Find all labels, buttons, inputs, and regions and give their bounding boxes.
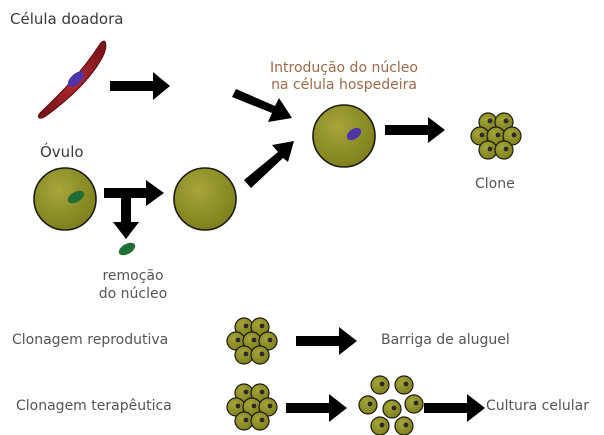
arrow-therapeutic-1	[286, 394, 347, 422]
nucleus-removal-line1: remoção	[102, 268, 164, 284]
cell-culture-label: Cultura celular	[486, 398, 589, 414]
arrow-ovum-right	[104, 180, 164, 206]
arrow-down-removal	[113, 193, 139, 239]
surrogate-label: Barriga de aluguel	[381, 332, 510, 348]
clone-cluster	[470, 112, 522, 160]
removed-nucleus	[118, 242, 136, 256]
ovum	[33, 167, 97, 231]
dispersed-cells	[358, 375, 424, 435]
arrow-host-to-clone	[385, 117, 445, 143]
nucleus-removal-label: remoção do núcleo	[89, 267, 177, 303]
clone-label: Clone	[475, 176, 515, 192]
host-cell	[312, 104, 376, 168]
introduction-label: Introdução do núcleo na célula hospedeir…	[246, 60, 442, 94]
arrow-reproductive	[296, 327, 357, 355]
donor-nucleus	[67, 71, 85, 87]
donor-cell-label: Célula doadora	[10, 10, 124, 28]
ovum-label: Óvulo	[40, 143, 84, 161]
arrow-therapeutic-2	[424, 394, 485, 422]
enucleated-ovum	[173, 167, 237, 231]
nucleus-removal-line2: do núcleo	[98, 286, 168, 302]
donor-cell	[37, 40, 107, 119]
arrow-donor-right	[110, 72, 170, 100]
introduction-line1: Introdução do núcleo	[270, 60, 418, 76]
therapeutic-cluster	[226, 383, 278, 431]
ovum-nucleus	[67, 190, 85, 204]
host-nucleus	[346, 127, 362, 141]
therapeutic-cloning-label: Clonagem terapêutica	[16, 398, 172, 414]
arrow-donor-to-host	[232, 89, 292, 122]
introduction-line2: na célula hospedeira	[271, 77, 417, 93]
reproductive-cloning-label: Clonagem reprodutiva	[12, 332, 169, 348]
reproductive-cluster	[226, 317, 278, 365]
arrow-enucleated-to-host	[244, 141, 294, 188]
